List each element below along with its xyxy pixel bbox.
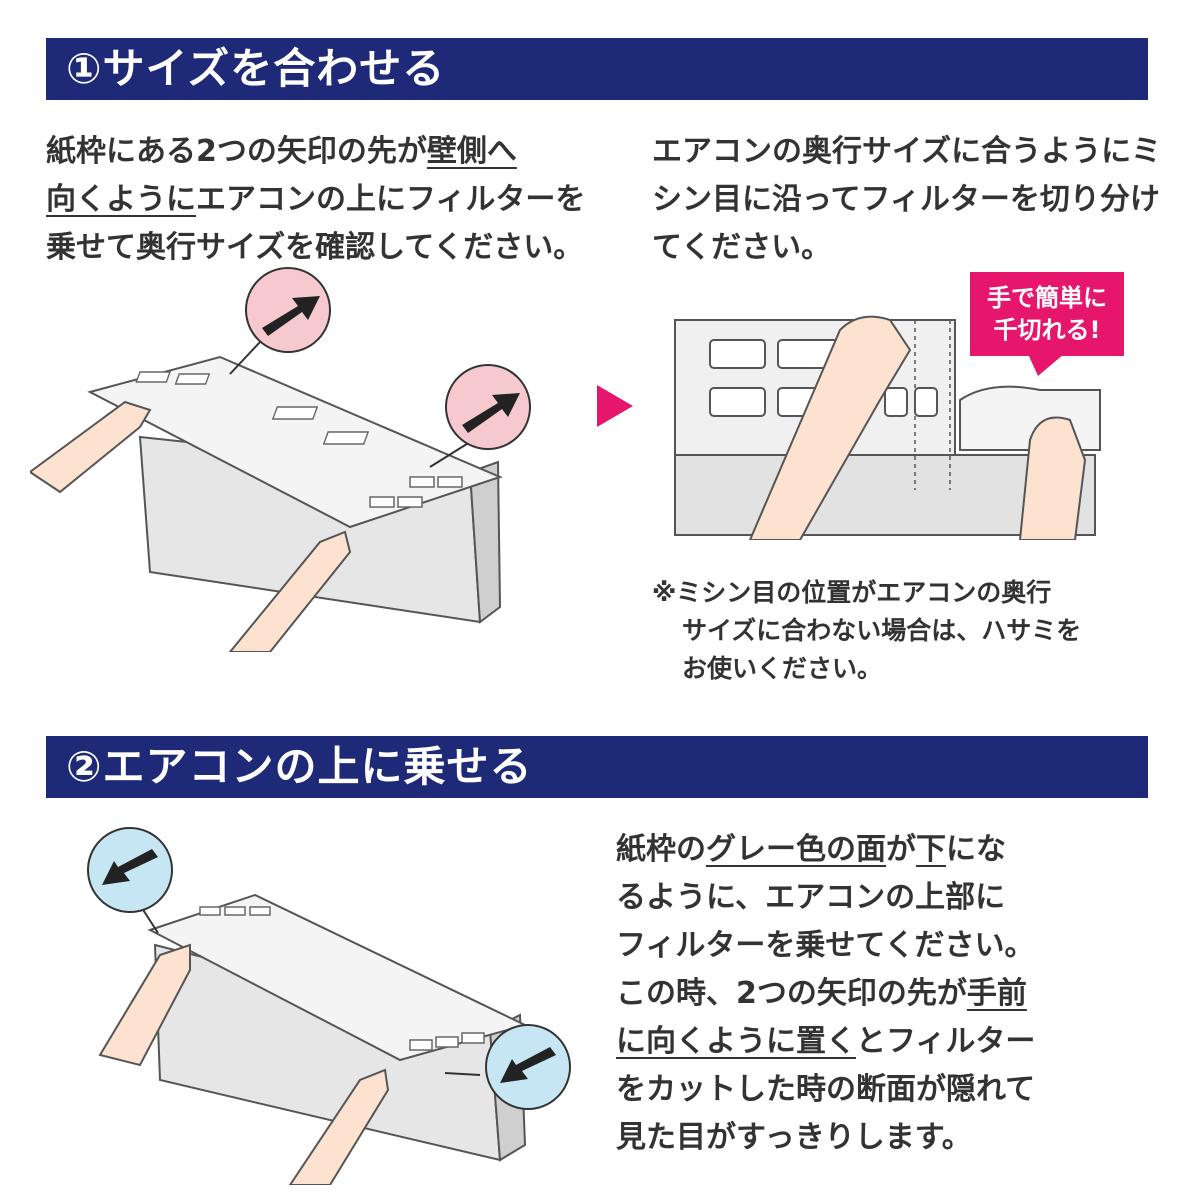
filter-sheet: [87, 355, 503, 529]
note-line: ※ミシン目の位置がエアコンの奥行: [652, 578, 1052, 607]
text-span: 紙枠の: [616, 832, 706, 867]
underlined-text: グレー色の面: [706, 832, 886, 867]
text-span: にな: [946, 832, 1006, 867]
right-hand: [288, 1068, 390, 1185]
aircon-size-illustration: [30, 267, 531, 652]
aircon-side: [468, 460, 502, 624]
note-line: サイズに合わない場合は、ハサミを: [682, 616, 1082, 645]
text-line: るように、エアコンの上部に: [616, 880, 1006, 915]
underlined-text: に向くように置く: [616, 1024, 856, 1059]
text-line: 紙枠にある2つの矢印の先が壁側へ: [46, 128, 585, 176]
text-span: この時、2つの矢印の先が: [616, 976, 967, 1011]
text-span: が: [886, 832, 916, 867]
filter-cells: [199, 906, 485, 1051]
tear-filter-illustration: [674, 315, 1101, 540]
section2-title: ②エアコンの上に乗せる: [66, 742, 533, 791]
triangle-right-icon: [597, 385, 633, 427]
arrow-circle-pink: [445, 364, 531, 450]
aircon-place-illustration: [87, 827, 571, 1185]
text-line: シン目に沿ってフィルターを切り分け: [652, 182, 1160, 217]
text-line: をカットした時の断面が隠れて: [616, 1072, 1036, 1107]
filter-cells: [135, 371, 463, 508]
underlined-text: 壁側へ: [426, 134, 517, 169]
text-line: 見た目がすっきりします。: [616, 1120, 972, 1155]
callout-line: 手で簡単に: [987, 284, 1107, 312]
left-hand: [30, 400, 152, 494]
text-line: 乗せて奥行サイズを確認してください。: [46, 230, 584, 265]
note-line: お使いください。: [682, 654, 883, 683]
arrow-down-left-icon: [500, 1047, 556, 1083]
text-line: この時、2つの矢印の先が手前: [616, 970, 1035, 1018]
text-line: フィルターを乗せてください。: [616, 928, 1035, 963]
text-span: 紙枠にある2つの矢印の先が: [46, 134, 427, 169]
left-hand: [748, 315, 912, 540]
tear-callout: 手で簡単に 千切れる!: [970, 272, 1124, 356]
section2-text: 紙枠のグレー色の面が下にな るように、エアコンの上部に フィルターを乗せてくださ…: [616, 826, 1035, 1162]
underlined-text: 向くように: [46, 182, 196, 217]
text-line: 紙枠のグレー色の面が下にな: [616, 826, 1035, 874]
right-hand: [228, 530, 352, 652]
section1-header: ①サイズを合わせる: [46, 38, 1148, 100]
arrow-up-right-icon: [262, 296, 320, 336]
scissors-note: ※ミシン目の位置がエアコンの奥行 サイズに合わない場合は、ハサミを お使いくださ…: [652, 574, 1081, 688]
section1-right-text: エアコンの奥行サイズに合うようにミ シン目に沿ってフィルターを切り分け てくださ…: [652, 128, 1161, 272]
right-hand: [1018, 416, 1087, 540]
text-line: エアコンの奥行サイズに合うようにミ: [652, 134, 1162, 169]
section1-left-text: 紙枠にある2つの矢印の先が壁側へ 向くようにエアコンの上にフィルターを 乗せて奥…: [46, 128, 585, 272]
section1-title: ①サイズを合わせる: [66, 44, 446, 93]
text-span: とフィルター: [856, 1024, 1036, 1059]
arrow-down-left-icon: [102, 849, 158, 885]
text-line: てください。: [652, 230, 832, 265]
section2-header: ②エアコンの上に乗せる: [46, 736, 1148, 798]
underlined-text: 手前: [966, 976, 1027, 1011]
underlined-text: 下: [916, 832, 946, 867]
callout-tail: [1028, 354, 1064, 376]
arrow-up-right-icon: [462, 393, 520, 433]
left-hand: [98, 943, 191, 1067]
text-span: エアコンの上にフィルターを: [196, 182, 586, 217]
arrow-circle-pink: [245, 267, 331, 353]
callout-line: 千切れる!: [993, 316, 1101, 344]
text-line: 向くようにエアコンの上にフィルターを: [46, 176, 585, 224]
text-line: に向くように置くとフィルター: [616, 1018, 1035, 1066]
